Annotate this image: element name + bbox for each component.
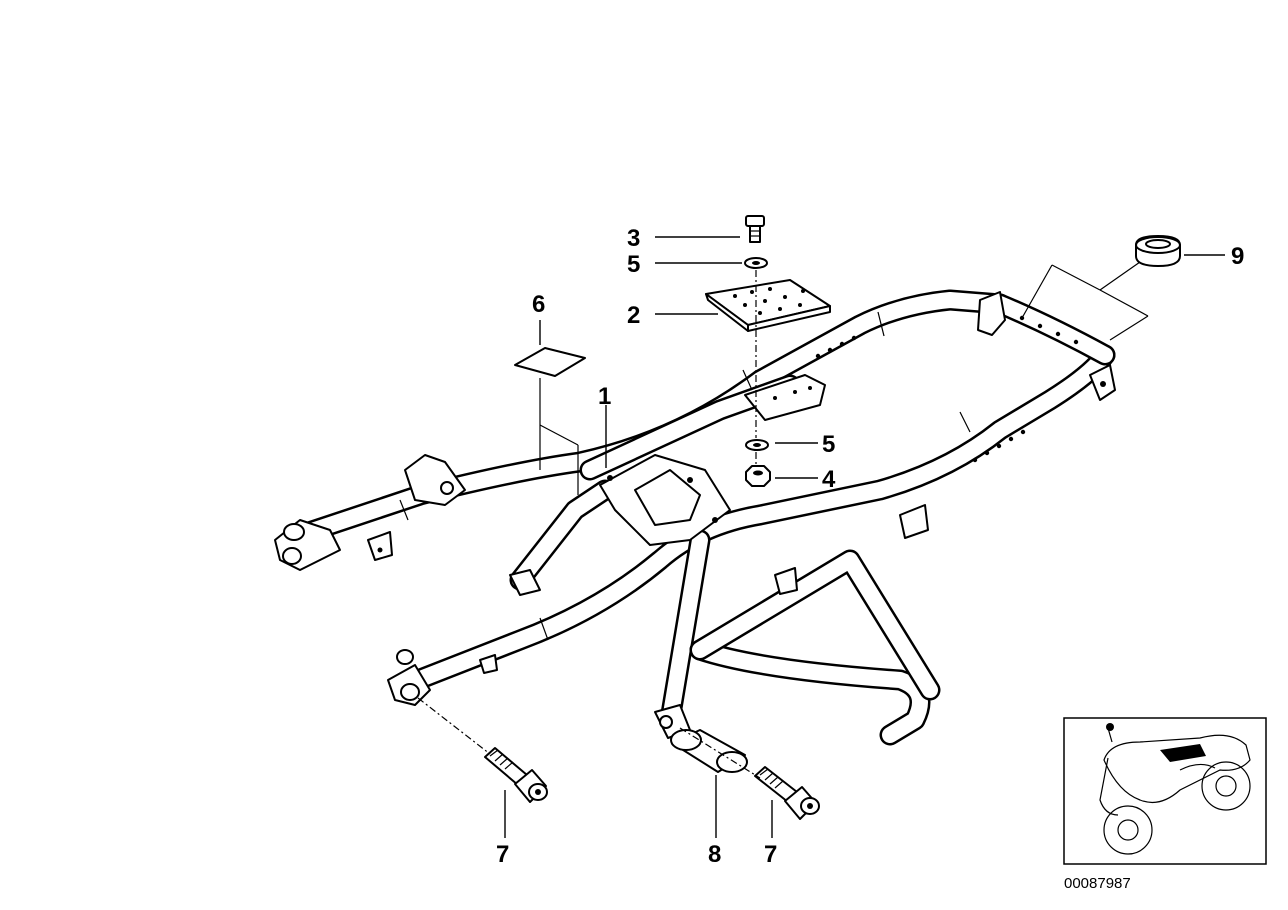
hex-nut-icon: [745, 465, 771, 487]
tab-lower-right: [899, 504, 929, 539]
callout-4: 4: [822, 466, 836, 493]
tab-hoop: [774, 567, 798, 595]
callout-6: 6: [532, 291, 545, 318]
front-left-lug: [274, 519, 341, 571]
left-bracket: [367, 454, 466, 561]
callout-8: 8: [708, 841, 721, 868]
callout-9: 9: [1231, 243, 1244, 270]
spacer-sleeve-icon: [670, 729, 748, 773]
callout-7-left: 7: [496, 841, 509, 868]
rail-holes: [815, 315, 1079, 463]
assembly-dash-lines: [417, 270, 761, 779]
rear-frame-assembly: [274, 289, 1116, 746]
callout-5-lower: 5: [822, 431, 835, 458]
rear-top-bracket: [977, 291, 1116, 401]
socket-bolt-right-icon: [754, 766, 820, 820]
mounting-plate-icon: [705, 279, 831, 332]
hex-bolt-icon: [745, 215, 765, 243]
document-number: 00087987: [1064, 875, 1131, 892]
callout-5-upper: 5: [627, 251, 640, 278]
callout-3: 3: [627, 225, 640, 252]
tab-front: [479, 654, 498, 674]
adhesive-pad-icon: [514, 347, 586, 377]
callout-1: 1: [598, 383, 611, 410]
centre-mount: [599, 454, 731, 546]
strut-foot: [509, 569, 541, 596]
motorcycle-locator-thumbnail: [1063, 717, 1267, 865]
seat-bracket: [744, 374, 826, 421]
front-right-lug: [387, 649, 431, 706]
callout-2: 2: [627, 302, 640, 329]
socket-bolt-left-icon: [484, 747, 548, 803]
leader-lines: [504, 236, 1225, 838]
rubber-grommet-icon: [1135, 235, 1181, 267]
callout-7-right: 7: [764, 841, 777, 868]
